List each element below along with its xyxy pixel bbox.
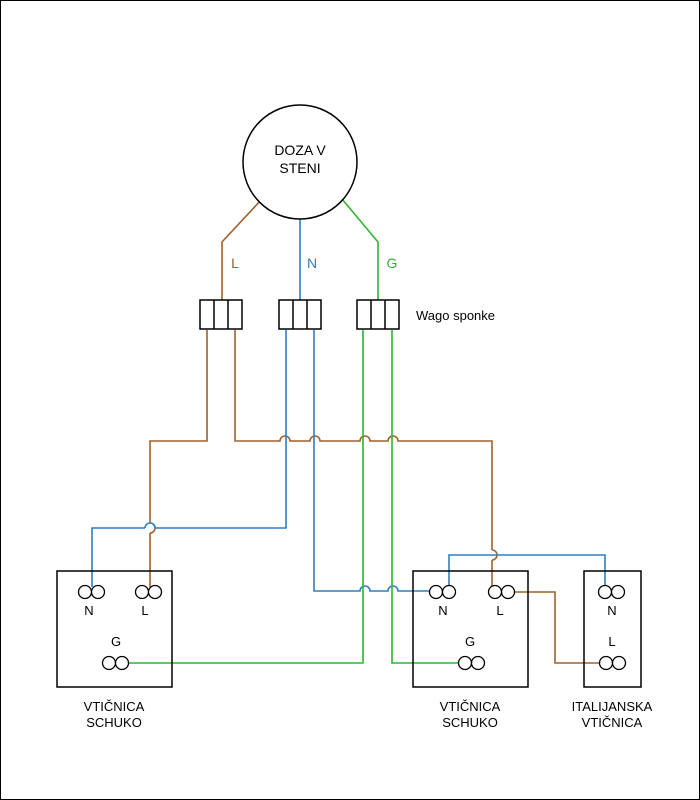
italian-socket-n-terminal (597, 584, 626, 600)
left-socket-l-label: L (141, 603, 148, 618)
junction-box-label-line1: DOZA V (274, 142, 326, 158)
left-socket-name-line1: VTIČNICA (84, 699, 145, 714)
ground-wires (128, 198, 459, 664)
neutral-left-hop (144, 522, 156, 529)
left-socket-n-terminal (77, 584, 106, 600)
italian-socket-box (583, 570, 642, 688)
mid-socket-l-terminal (487, 584, 516, 600)
italian-socket-n-label: N (607, 603, 616, 618)
italian-socket-name-line2: VTIČNICA (582, 715, 643, 730)
ground-to-left-socket-wire (128, 330, 364, 664)
left-socket-g-label: G (111, 634, 121, 649)
junction-box-circle (242, 104, 358, 220)
left-socket-n-label: N (84, 603, 93, 618)
mid-socket-n-label: N (438, 603, 447, 618)
left-socket-g-terminal (101, 655, 130, 671)
wago-label: Wago sponke (416, 308, 495, 323)
live-wire-label: L (231, 255, 239, 271)
junction-box-label-line2: STENI (279, 160, 320, 176)
mid-socket-l-label: L (496, 603, 503, 618)
wago-connector-ground (356, 299, 400, 330)
neutral-wire-label: N (307, 255, 317, 271)
left-socket-l-terminal (134, 584, 163, 600)
live-to-left-socket-wire (149, 330, 208, 523)
wago-connector-neutral (278, 299, 322, 330)
live-feed-wire (221, 198, 263, 302)
mid-socket-g-terminal (457, 655, 486, 671)
neutral-left-socket-drop (91, 527, 145, 587)
mid-socket-n-terminal (428, 584, 457, 600)
left-socket-box (56, 570, 173, 688)
mid-socket-box (412, 570, 529, 688)
mid-socket-name-line2: SCHUKO (442, 715, 498, 730)
neutral-to-left-socket-wire (155, 330, 287, 529)
ground-wire-label: G (387, 255, 398, 271)
italian-socket-l-label: L (608, 634, 615, 649)
mid-socket-name-line1: VTIČNICA (440, 699, 501, 714)
italian-socket-l-terminal (598, 655, 627, 671)
mid-socket-g-label: G (465, 634, 475, 649)
left-socket-name-line2: SCHUKO (86, 715, 142, 730)
live-to-italian-socket-wire (508, 591, 600, 664)
ground-to-mid-socket-wire (391, 330, 459, 664)
italian-socket-name-line1: ITALIJANSKA (572, 699, 653, 714)
wago-connector-live (199, 299, 243, 330)
neutral-to-mid-socket-wire (313, 330, 442, 592)
ground-feed-wire (341, 198, 379, 302)
